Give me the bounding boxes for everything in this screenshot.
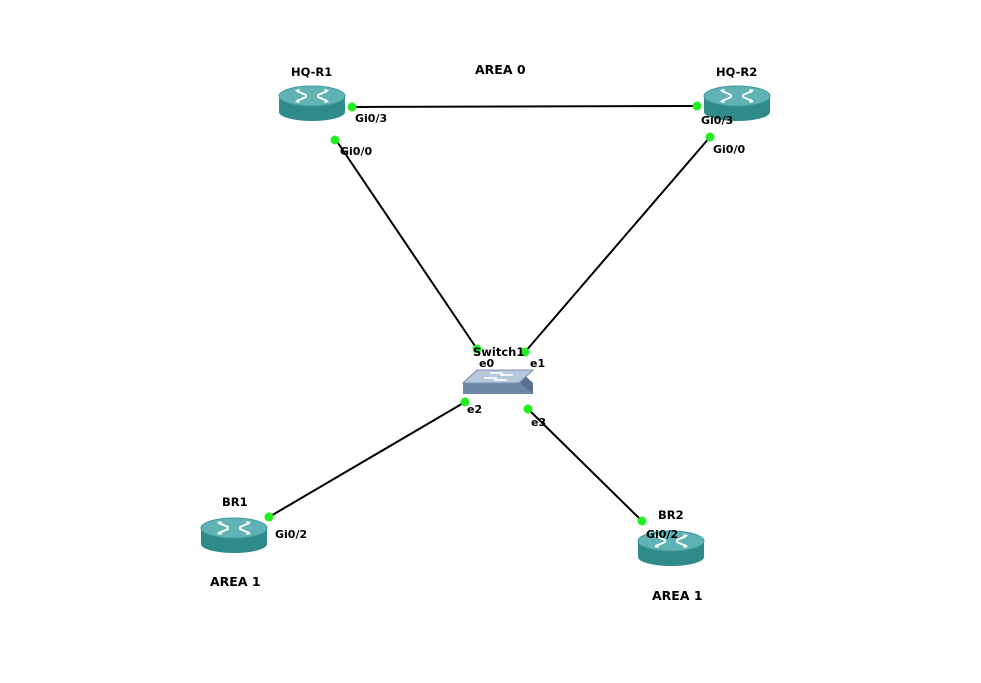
port-status-dot [472, 344, 482, 354]
port-label-hq-r1-gi0-3: Gi0/3 [355, 112, 388, 125]
router-icon [278, 85, 346, 122]
port-status-dot [523, 404, 533, 414]
switch1-name: Switch1 [473, 345, 525, 359]
br2-area-label: AREA 1 [652, 588, 703, 603]
port-label-sw-e3: e3 [531, 416, 547, 429]
link-hqr1-switch1[interactable] [335, 139, 478, 350]
switch1[interactable] [461, 369, 535, 394]
br2-name: BR2 [658, 508, 684, 522]
port-status-dot [347, 102, 357, 112]
port-label-sw-e0: e0 [479, 357, 495, 370]
hq-r2-name: HQ-R2 [716, 65, 758, 79]
port-status-dot [637, 516, 647, 526]
port-status-dot [705, 132, 715, 142]
br1-name: BR1 [222, 495, 248, 509]
router-hq-r1[interactable] [278, 85, 346, 122]
port-label-hq-r1-gi0-0: Gi0/0 [340, 145, 373, 158]
hq-r1-name: HQ-R1 [291, 65, 333, 79]
port-status-dot [264, 512, 274, 522]
link-hqr1-hqr2[interactable] [351, 105, 698, 108]
port-label-sw-e2: e2 [467, 403, 483, 416]
port-label-br2-gi0-2: Gi0/2 [646, 528, 679, 541]
port-label-hq-r2-gi0-0: Gi0/0 [713, 143, 746, 156]
router-icon [200, 517, 268, 554]
link-hqr2-switch1[interactable] [524, 136, 711, 353]
br1-area-label: AREA 1 [210, 574, 261, 589]
link-switch1-br1[interactable] [268, 401, 466, 518]
area0-label: AREA 0 [475, 62, 526, 77]
port-status-dot [520, 347, 530, 357]
router-br1[interactable] [200, 517, 268, 554]
link-switch1-br2[interactable] [527, 408, 643, 522]
port-indicators [264, 101, 715, 526]
port-label-br1-gi0-2: Gi0/2 [275, 528, 308, 541]
port-status-dot [692, 101, 702, 111]
switch-icon [461, 369, 535, 394]
port-status-dot [460, 397, 470, 407]
port-label-hq-r2-gi0-3: Gi0/3 [701, 114, 734, 127]
port-status-dot [330, 135, 340, 145]
port-label-sw-e1: e1 [530, 357, 546, 370]
links [268, 105, 711, 522]
